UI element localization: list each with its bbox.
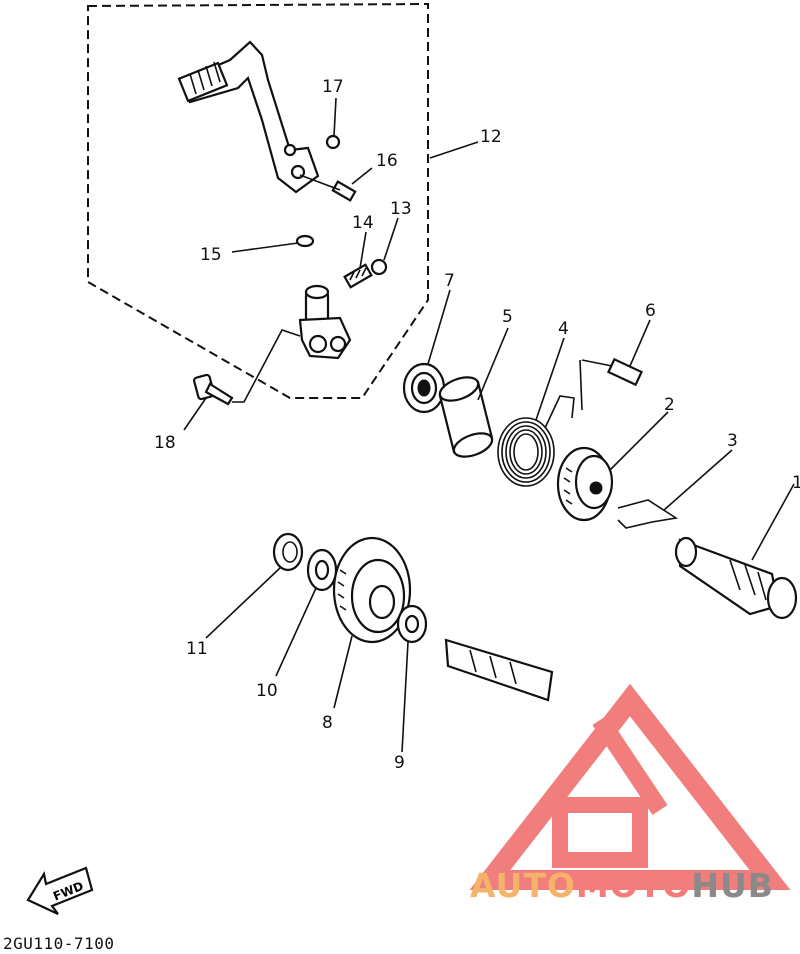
callout-3: 3 <box>727 431 738 451</box>
fwd-arrow: FWD <box>26 866 94 915</box>
wordmark-hub: HUB <box>691 866 774 905</box>
part-9-washer <box>396 604 428 644</box>
part-3-clip <box>617 499 679 529</box>
callout-4: 4 <box>558 319 569 339</box>
part-11-circlip <box>272 532 304 572</box>
callout-16: 16 <box>376 151 398 171</box>
kick-lever <box>177 40 320 194</box>
kick-boss <box>298 284 352 360</box>
watermark-wordmark: AUTOMOTOHUB <box>470 866 800 916</box>
part-5-collar <box>438 376 494 458</box>
callout-9: 9 <box>394 753 405 773</box>
callout-12: 12 <box>480 127 502 147</box>
callout-13: 13 <box>390 199 412 219</box>
watermark-logo <box>469 683 791 890</box>
callout-5: 5 <box>502 307 513 327</box>
leader-lines <box>183 97 795 753</box>
wordmark-auto: AUTO <box>470 866 576 905</box>
callout-15: 15 <box>200 245 222 265</box>
main-axle <box>444 638 554 702</box>
part-13-ball <box>370 258 388 276</box>
callout-7: 7 <box>444 271 455 291</box>
callout-2: 2 <box>664 395 675 415</box>
assembly-outline <box>87 2 429 399</box>
callout-1: 1 <box>792 473 800 493</box>
callout-11: 11 <box>186 639 208 659</box>
part-8-kick-gear <box>332 536 412 644</box>
part-14-spring <box>343 263 373 289</box>
callout-14: 14 <box>352 213 374 233</box>
callout-6: 6 <box>645 301 656 321</box>
callout-10: 10 <box>256 681 278 701</box>
part-15-clip <box>295 234 315 248</box>
part-4-torsion-spring <box>497 395 575 487</box>
part-17-nut <box>325 134 341 150</box>
part-6-pin <box>579 357 644 411</box>
part-18-bolt <box>192 329 301 406</box>
callout-18: 18 <box>154 433 176 453</box>
part-7-bearing <box>402 362 446 414</box>
part-2-ratchet <box>556 446 614 522</box>
part-16-bolt <box>299 174 357 202</box>
callout-17: 17 <box>322 77 344 97</box>
wordmark-moto: MOTO <box>575 866 692 905</box>
part-10-washer <box>306 548 338 592</box>
callout-8: 8 <box>322 713 333 733</box>
document-code: 2GU110-7100 <box>3 934 115 953</box>
part-1-kick-axle <box>674 536 798 620</box>
